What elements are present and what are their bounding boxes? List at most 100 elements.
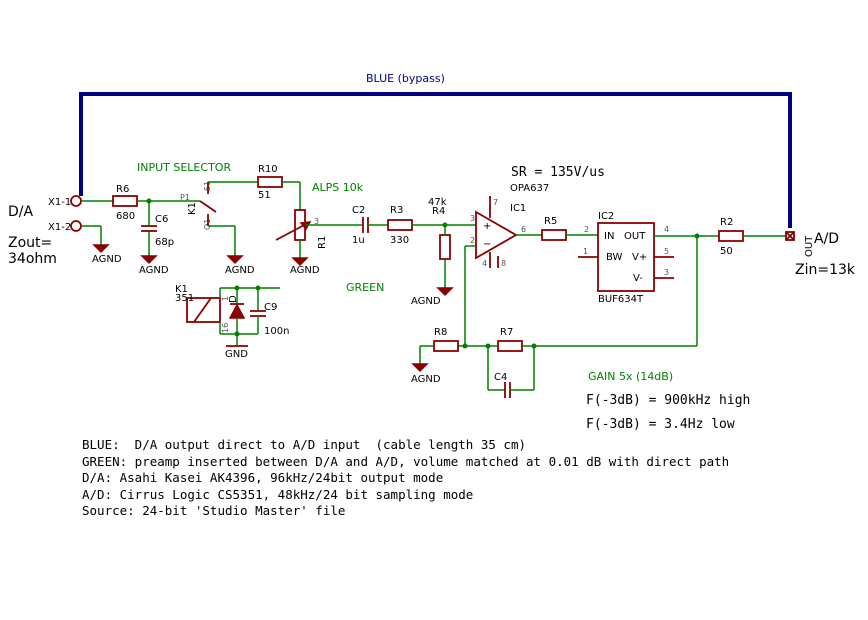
r6-value: 680 (116, 211, 135, 222)
ic2-pin-2: 2 (584, 225, 589, 234)
r4-resistor (439, 234, 451, 260)
ic2-label: IC2 (598, 211, 614, 222)
ic1-minus-sign: − (483, 239, 491, 250)
out-label: OUT (804, 235, 815, 257)
input-selector-label: INPUT SELECTOR (137, 161, 231, 174)
r7-resistor (497, 340, 523, 352)
r2-value: 50 (720, 246, 733, 257)
r10-resistor (257, 176, 283, 188)
agnd-label: AGND (290, 265, 320, 276)
x1-2-connector (70, 220, 82, 232)
r3-value: 330 (390, 235, 409, 246)
r6-label: R6 (116, 184, 129, 195)
ic2-pin-4: 4 (664, 225, 669, 234)
slew-rate-label: SR = 135V/us (511, 165, 605, 180)
ic1-pin-2: 2 (470, 236, 475, 245)
c6-label: C6 (155, 214, 168, 225)
note-line: D/A: Asahi Kasei AK4396, 96kHz/24bit out… (82, 470, 444, 485)
k1-switch-label: K1 (187, 202, 198, 215)
ic1-plus-sign: + (483, 221, 491, 232)
p1-pin-label: P1 (180, 193, 190, 202)
r5-resistor (541, 229, 567, 241)
ic2-pin-5: 5 (664, 247, 669, 256)
r5-label: R5 (544, 216, 557, 227)
agnd-symbol (226, 255, 244, 265)
zout-label-2: 34ohm (8, 251, 57, 267)
green-label: GREEN (346, 281, 384, 294)
ic1-type: OPA637 (510, 183, 549, 194)
r10-value: 51 (258, 190, 271, 201)
r8-resistor (433, 340, 459, 352)
r3-resistor (387, 219, 413, 231)
ic1-pin-8: 8 (501, 259, 506, 268)
agnd-label: AGND (411, 374, 441, 385)
k1-relay-coil (186, 297, 221, 323)
ic1-label: IC1 (510, 203, 526, 214)
r6-resistor (112, 195, 138, 207)
k1-switch-blade (199, 200, 217, 213)
ic2-pin-1: 1 (583, 247, 588, 256)
gain-label: GAIN 5x (14dB) (588, 370, 673, 383)
r2-resistor (718, 230, 744, 242)
ic1-opamp (475, 210, 518, 260)
ic2-in-label: IN (604, 231, 614, 242)
c2-label: C2 (352, 205, 365, 216)
ic2-bw-label: BW (606, 252, 623, 263)
r4-value: 47k (428, 197, 447, 208)
da-label: D/A (8, 204, 33, 220)
c2-value: 1u (352, 235, 365, 246)
r2-label: R2 (720, 217, 733, 228)
r10-label: R10 (258, 164, 278, 175)
zin-label: Zin=13k (795, 262, 856, 278)
c9-value: 100n (264, 326, 289, 337)
ad-label: A/D (814, 231, 839, 247)
note-line: GREEN: preamp inserted between D/A and A… (82, 453, 730, 469)
r7-label: R7 (500, 327, 513, 338)
ic1-pin-4: 4 (482, 259, 487, 268)
output-connector (785, 231, 795, 241)
agnd-symbol (140, 255, 158, 265)
k1-relay-pin-16: 16 (221, 323, 230, 333)
alps-label: ALPS 10k (312, 181, 364, 194)
zout-label-1: Zout= (8, 235, 52, 251)
ic2-type: BUF634T (598, 294, 644, 305)
agnd-symbol (411, 363, 429, 373)
x1-1-label: X1-1 (48, 197, 71, 208)
k1-relay-pin-1: 1 (221, 296, 230, 301)
ic2-pin-3: 3 (664, 268, 669, 277)
k1-relay-coil-slash (193, 297, 212, 323)
c6-value: 68p (155, 237, 174, 248)
k1-relay-label: K1 (175, 284, 188, 295)
agnd-label: AGND (139, 265, 169, 276)
r1-label: R1 (317, 236, 328, 249)
output-connector-x2 (785, 231, 795, 241)
agnd-label: AGND (225, 265, 255, 276)
r1-pin-3: 3 (314, 217, 319, 226)
ic2-out-label: OUT (624, 231, 646, 242)
agnd-label: AGND (411, 296, 441, 307)
r3-label: R3 (390, 205, 403, 216)
bypass-label: BLUE (bypass) (366, 72, 445, 85)
c9-label: C9 (264, 302, 277, 313)
note-line: A/D: Cirrus Logic CS5351, 48kHz/24 bit s… (82, 486, 474, 502)
f-low-label: F(-3dB) = 3.4Hz low (586, 417, 735, 432)
f-high-label: F(-3dB) = 900kHz high (586, 393, 750, 408)
ic1-pin-7: 7 (493, 198, 498, 207)
x1-2-label: X1-2 (48, 222, 71, 233)
note-line: BLUE: D/A output direct to A/D input (ca… (82, 437, 527, 452)
ic2-vplus-label: V+ (632, 252, 647, 263)
d-label: D (228, 295, 239, 303)
bypass-wire (79, 92, 792, 228)
gnd-label: GND (225, 349, 248, 360)
c4-label: C4 (494, 372, 507, 383)
agnd-symbol (291, 257, 309, 267)
ic2-vminus-label: V- (633, 273, 643, 284)
ic1-pin-3: 3 (470, 214, 475, 223)
r8-label: R8 (434, 327, 447, 338)
agnd-symbol (436, 287, 454, 297)
agnd-symbol (92, 244, 110, 254)
ic1-pin-6: 6 (521, 225, 526, 234)
r4-label: R4 (432, 206, 445, 217)
